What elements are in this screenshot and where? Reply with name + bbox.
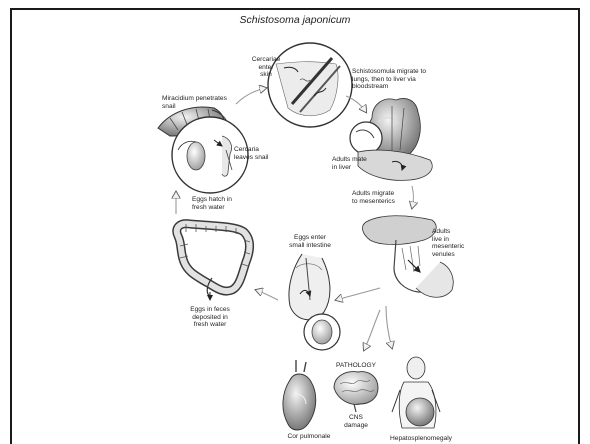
arrow-to-pathology-1 <box>364 310 380 350</box>
colon-illustration <box>177 224 250 300</box>
label-eggs-enter: Eggs enter small intestine <box>280 234 340 249</box>
arrow-to-pathology-2 <box>386 306 392 348</box>
label-cercariae-enter: Cercariae enter skin <box>244 56 288 79</box>
label-schistosomula: Schistosomula migrate to lungs, then to … <box>352 68 452 91</box>
heart-illustration <box>283 360 316 430</box>
label-hepatosplenomegaly: Hepatosplenomegaly <box>382 435 460 443</box>
label-cor-pulmonale: Cor pulmonale <box>280 433 338 441</box>
human-figure-illustration <box>392 357 440 428</box>
arrow-mesenteric-to-intestine <box>336 288 380 300</box>
brain-illustration <box>334 372 378 412</box>
arrow-liver-to-mesenterics <box>412 186 414 208</box>
label-adults-mate: Adults mate in liver <box>332 156 382 171</box>
label-miracidium: Miracidium penetrates snail <box>162 95 246 110</box>
label-eggs-feces: Eggs in feces deposited in fresh water <box>178 306 242 329</box>
label-cns-damage: CNS damage <box>334 414 378 429</box>
label-eggs-hatch: Eggs hatch in fresh water <box>192 196 252 211</box>
label-cercaria-leaves: Cercaria leaves snail <box>234 146 284 161</box>
label-pathology: PATHOLOGY <box>328 362 384 370</box>
arrow-intestine-to-colon <box>256 290 278 300</box>
label-adults-live: Adults live in mesenteric venules <box>432 228 478 258</box>
label-adults-migrate: Adults migrate to mesenterics <box>352 190 412 205</box>
intestine-egg-illustration <box>289 254 340 350</box>
